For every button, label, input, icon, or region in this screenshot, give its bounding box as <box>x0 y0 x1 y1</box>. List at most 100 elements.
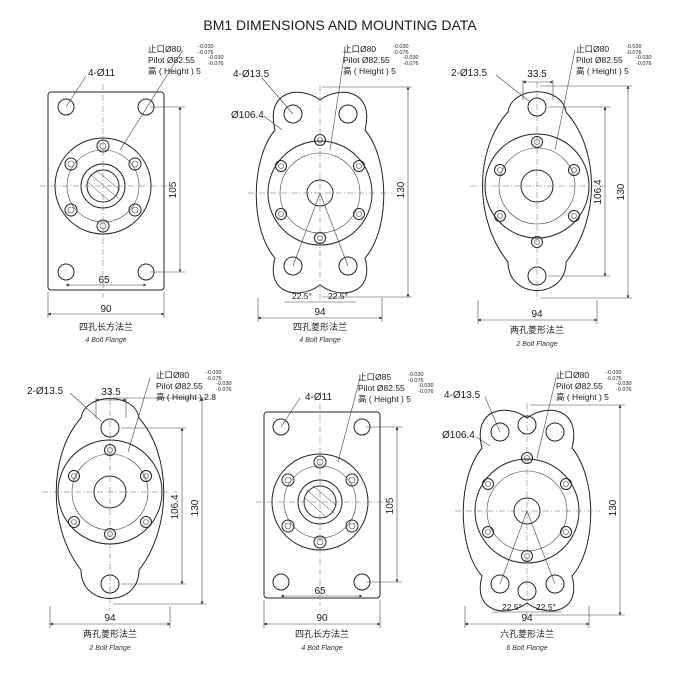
dim-height: 130 <box>608 499 619 516</box>
spigot-tolerance-upper: -0.030 <box>206 370 222 376</box>
pilot-diameter-label: Pilot Ø82.55 <box>358 383 405 393</box>
pilot-height-label: 高 ( Height ) 5 <box>358 394 411 404</box>
spigot-diameter-label: 止口Ø80 <box>148 44 181 54</box>
spigot-tolerance-lower: -0.076 <box>408 378 424 384</box>
caption-cn: 四孔菱形法兰 <box>293 321 347 333</box>
dim-width: 94 <box>104 613 116 624</box>
spigot-tolerance-lower: -0.076 <box>198 50 214 56</box>
caption-cn: 六孔菱形法兰 <box>500 628 554 640</box>
spigot-diameter-label: 止口Ø80 <box>556 370 589 380</box>
view-4-bolt-rect-flange-a: 4-Ø11 105 65 90 四孔长方法兰 4 Bolt Flange <box>40 49 185 344</box>
caption-en: 4 Bolt Flange <box>85 337 126 344</box>
spigot-tolerance-lower: -0.076 <box>606 376 622 382</box>
spigot-tolerance-upper: -0.030 <box>198 44 214 50</box>
dim-bolt-span: 106.4 <box>170 494 181 519</box>
spigot-tolerance-upper: -0.030 <box>606 370 622 376</box>
view-2-bolt-diamond-flange-b: 2-Ø13.5 33.5 106.4 130 94 两孔菱形法兰 2 Bolt … <box>27 377 206 652</box>
spigot-tolerance-lower: -0.076 <box>206 376 222 382</box>
corner-bolt-holes <box>272 418 371 591</box>
dim-width: 94 <box>531 309 543 320</box>
hole-spec-label: 4-Ø13.5 <box>233 69 270 80</box>
corner-bolt-holes <box>490 415 565 601</box>
dim-top: 33.5 <box>527 69 547 80</box>
port-holes <box>494 136 580 248</box>
pilot-tolerance-lower: -0.076 <box>403 61 419 67</box>
view-4-bolt-diamond-flange-a: 4-Ø13.5 Ø106.4 130 94 22.5° 22.5° 四孔菱形法兰… <box>231 49 412 344</box>
pilot-tolerance-lower: -0.076 <box>418 389 434 395</box>
hole-spec-label: 4-Ø11 <box>88 68 115 79</box>
angle-label-right: 22.5° <box>328 291 348 301</box>
angle-label-right: 22.5° <box>536 602 556 612</box>
caption-cn: 两孔菱形法兰 <box>510 324 564 336</box>
spigot-tolerance-upper: -0.030 <box>626 44 642 50</box>
pilot-tolerance-lower: -0.076 <box>616 387 632 393</box>
pilot-tolerance-lower: -0.076 <box>636 61 652 67</box>
pilot-height-label: 高 ( Height ) 5 <box>148 66 201 76</box>
view-2-bolt-diamond-flange-a: 2-Ø13.5 33.5 106.4 130 94 两孔菱形法兰 2 Bolt … <box>451 49 632 348</box>
page-title: BM1 DIMENSIONS AND MOUNTING DATA <box>203 17 477 33</box>
pilot-height-label: 高 ( Height ) 5 <box>576 66 629 76</box>
hole-spec-label: 2-Ø13.5 <box>451 68 488 79</box>
view-6-bolt-diamond-flange: 4-Ø13.5 Ø106.4 130 94 22.5° 22.5° 六孔菱形法兰… <box>442 377 625 652</box>
pilot-tolerance-upper: -0.030 <box>418 383 434 389</box>
pilot-diameter-label: Pilot Ø82.55 <box>556 381 603 391</box>
caption-en: 6 Bolt Flange <box>506 645 547 652</box>
dim-width: 94 <box>521 613 533 624</box>
hole-spec-label: 4-Ø11 <box>305 392 332 403</box>
caption-cn: 四孔长方法兰 <box>295 628 349 640</box>
corner-bolt-holes <box>283 104 358 276</box>
flange-outline <box>55 398 165 599</box>
pilot-diameter-label: Pilot Ø82.55 <box>156 381 203 391</box>
spigot-tolerance-lower: -0.076 <box>393 50 409 56</box>
dim-vertical: 105 <box>385 497 396 514</box>
pilot-tolerance-upper: -0.030 <box>616 381 632 387</box>
corner-bolt-holes <box>57 98 155 281</box>
dim-height: 130 <box>616 183 627 200</box>
dim-bolt-spacing: 65 <box>98 275 110 286</box>
pilot-tolerance-upper: -0.030 <box>216 381 232 387</box>
angle-label-left: 22.5° <box>502 602 522 612</box>
spigot-tolerance-lower: -0.076 <box>626 50 642 56</box>
caption-en: 4 Bolt Flange <box>301 645 342 652</box>
pilot-tolerance-upper: -0.030 <box>403 55 419 61</box>
spigot-tolerance-upper: -0.030 <box>408 372 424 378</box>
flange-outline <box>482 91 592 291</box>
dim-width: 90 <box>100 304 112 315</box>
hole-spec-label: 4-Ø13.5 <box>444 390 481 401</box>
pilot-tolerance-lower: -0.076 <box>208 61 224 67</box>
dim-width: 94 <box>314 307 326 318</box>
bolt-circle-label: Ø106.4 <box>442 430 475 441</box>
hole-spec-label: 2-Ø13.5 <box>27 386 64 397</box>
caption-en: 2 Bolt Flange <box>88 645 130 652</box>
pilot-height-label: 高 ( Height ) 5 <box>343 66 396 76</box>
pilot-height-label: 高 ( Height ) 2.8 <box>156 392 216 402</box>
spigot-tolerance-upper: -0.030 <box>393 44 409 50</box>
caption-en: 2 Bolt Flange <box>515 341 557 348</box>
bolt-circle-label: Ø106.4 <box>231 110 264 121</box>
caption-en: 4 Bolt Flange <box>299 337 340 344</box>
flange-outline <box>263 411 381 599</box>
spigot-diameter-label: 止口Ø85 <box>358 372 391 382</box>
dim-height: 130 <box>396 181 407 198</box>
port-holes <box>281 455 359 549</box>
angle-label-left: 22.5° <box>292 291 312 301</box>
pilot-tolerance-upper: -0.030 <box>636 55 652 61</box>
dim-vertical: 105 <box>168 181 179 198</box>
spigot-diameter-label: 止口Ø80 <box>343 44 376 54</box>
spigot-diameter-label: 止口Ø80 <box>156 370 189 380</box>
view-4-bolt-rect-flange-b: 4-Ø11 105 65 90 四孔长方法兰 4 Bolt Flange <box>256 377 402 652</box>
dim-bolt-span: 106.4 <box>593 179 604 204</box>
dim-height: 130 <box>190 499 201 516</box>
dim-width: 90 <box>316 613 328 624</box>
spigot-diameter-label: 止口Ø80 <box>576 44 609 54</box>
dim-bolt-spacing: 65 <box>314 586 326 597</box>
flange-outline <box>47 91 165 291</box>
pilot-height-label: 高 ( Height ) 5 <box>556 392 609 402</box>
pilot-tolerance-upper: -0.030 <box>208 55 224 61</box>
caption-cn: 两孔菱形法兰 <box>83 628 137 640</box>
pilot-tolerance-lower: -0.076 <box>216 387 232 393</box>
pilot-diameter-label: Pilot Ø82.55 <box>576 55 623 65</box>
caption-cn: 四孔长方法兰 <box>79 321 133 333</box>
